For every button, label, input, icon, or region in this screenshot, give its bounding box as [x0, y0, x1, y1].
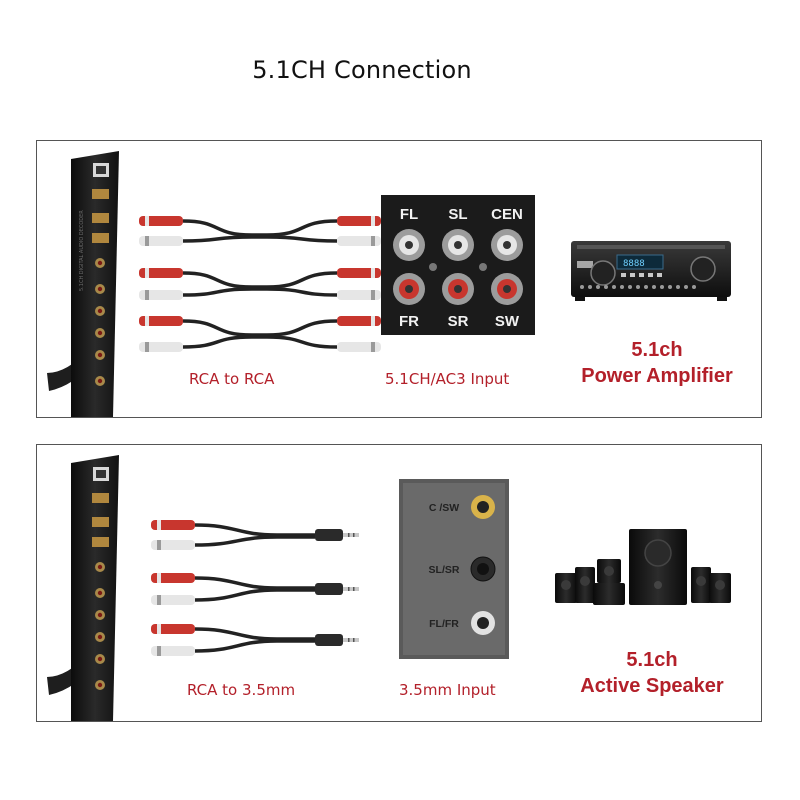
section-rca-to-rca: 5.1CH DIGITAL AUDIO DECODER — [36, 140, 762, 418]
jack-label-sr: SR — [448, 313, 469, 330]
svg-text:8888: 8888 — [623, 259, 645, 269]
device-label-power-amplifier: 5.1ch Power Amplifier — [557, 337, 757, 389]
input-label-5-1ch-ac3: 5.1CH/AC3 Input — [385, 370, 510, 388]
3-5mm-input-panel: C /SW SL/SR FL/FR — [399, 479, 509, 659]
device-label-active-speaker: 5.1ch Active Speaker — [547, 647, 757, 699]
white-rca-jacks — [393, 229, 523, 261]
5-1ch-input-panel: FL SL CEN FR SR SW — [381, 195, 535, 335]
cable-set-2 — [151, 573, 359, 605]
cable-pair-2 — [139, 268, 381, 300]
jack-label-sl: SL — [448, 206, 467, 223]
speaker-system-image — [555, 529, 731, 605]
decoder-device-image: 5.1CH DIGITAL AUDIO DECODER — [47, 151, 119, 417]
jack-label-cen: CEN — [491, 206, 523, 223]
red-rca-jacks — [393, 273, 523, 305]
input-label-3-5mm: 3.5mm Input — [399, 681, 496, 699]
decoder-device-image — [47, 455, 119, 721]
power-amplifier-image: 8888 — [571, 241, 731, 301]
jack-label-fr: FR — [399, 313, 419, 330]
cable-label-rca-to-3-5mm: RCA to 3.5mm — [187, 681, 296, 699]
svg-text:5.1CH DIGITAL AUDIO DECODER: 5.1CH DIGITAL AUDIO DECODER — [79, 210, 85, 291]
cable-label-rca-to-rca: RCA to RCA — [189, 370, 275, 388]
device-label-line2: Active Speaker — [580, 675, 724, 697]
rca-to-3-5mm-cables — [151, 520, 359, 656]
cable-set-1 — [151, 520, 359, 550]
rca-to-rca-cables — [139, 216, 381, 352]
jack-label-sl-sr: SL/SR — [429, 564, 460, 576]
page-title: 5.1CH Connection — [252, 56, 472, 84]
section-rca-to-3-5mm: C /SW SL/SR FL/FR RCA to 3.5mm 3.5mm Inp… — [36, 444, 762, 722]
cable-pair-1 — [139, 216, 381, 246]
device-label-line1: 5.1ch — [631, 339, 683, 361]
device-label-line2: Power Amplifier — [581, 365, 733, 387]
device-label-line1: 5.1ch — [626, 649, 678, 671]
cable-pair-3 — [139, 316, 381, 352]
jack-label-c-sw: C /SW — [429, 502, 459, 514]
jack-label-sw: SW — [495, 313, 520, 330]
jack-label-fl: FL — [400, 206, 418, 223]
jack-label-fl-fr: FL/FR — [429, 618, 459, 630]
cable-set-3 — [151, 624, 359, 656]
